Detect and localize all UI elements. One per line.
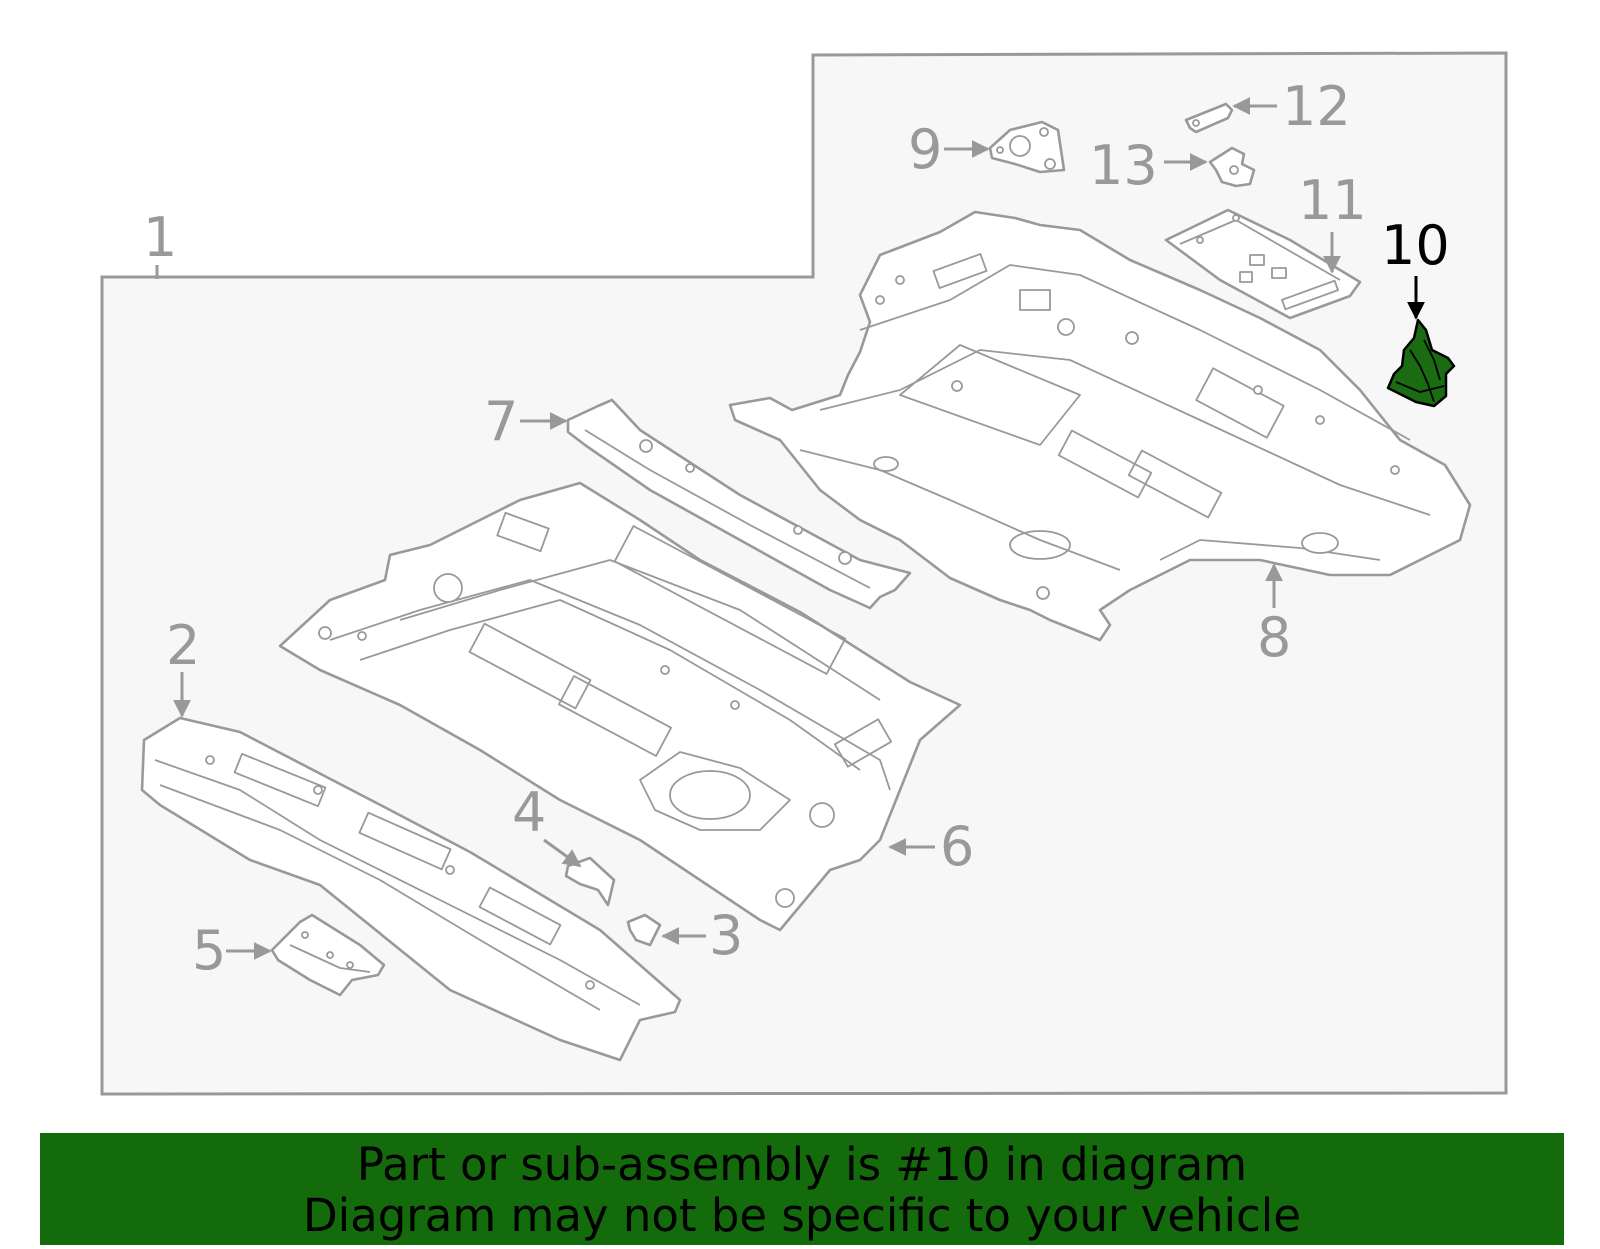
callout-9: 9 <box>908 118 942 181</box>
banner-line-2: Diagram may not be specific to your vehi… <box>303 1189 1301 1242</box>
callout-7: 7 <box>484 390 518 453</box>
callout-4: 4 <box>512 781 546 844</box>
callout-2: 2 <box>166 614 200 677</box>
callout-3: 3 <box>709 904 743 967</box>
part-5-bracket <box>270 913 386 997</box>
callout-12: 12 <box>1282 75 1351 138</box>
callout-6: 6 <box>940 815 974 878</box>
callout-1: 1 <box>143 206 177 269</box>
part-13-bracket <box>1208 146 1256 188</box>
part-10-bracket-highlighted <box>1386 318 1456 408</box>
callout-10[interactable]: 10 <box>1381 214 1450 277</box>
part-9-plate <box>988 120 1066 174</box>
part-6-floor-pan <box>278 481 962 932</box>
part-4-bracket <box>564 856 616 907</box>
part-11-plate <box>1164 208 1362 320</box>
part-7-cross-member <box>566 398 912 610</box>
callout-13: 13 <box>1089 134 1158 197</box>
callout-5: 5 <box>192 919 226 982</box>
callout-8: 8 <box>1257 606 1291 669</box>
leader-4 <box>543 838 582 868</box>
info-banner: Part or sub-assembly is #10 in diagram D… <box>40 1133 1564 1245</box>
banner-line-1: Part or sub-assembly is #10 in diagram <box>356 1138 1248 1191</box>
part-2-cross-member <box>140 716 682 1062</box>
part-12-bracket <box>1184 102 1234 134</box>
part-3-clip <box>626 913 662 947</box>
part-8-rear-floor <box>728 210 1472 642</box>
callout-11: 11 <box>1298 169 1367 232</box>
